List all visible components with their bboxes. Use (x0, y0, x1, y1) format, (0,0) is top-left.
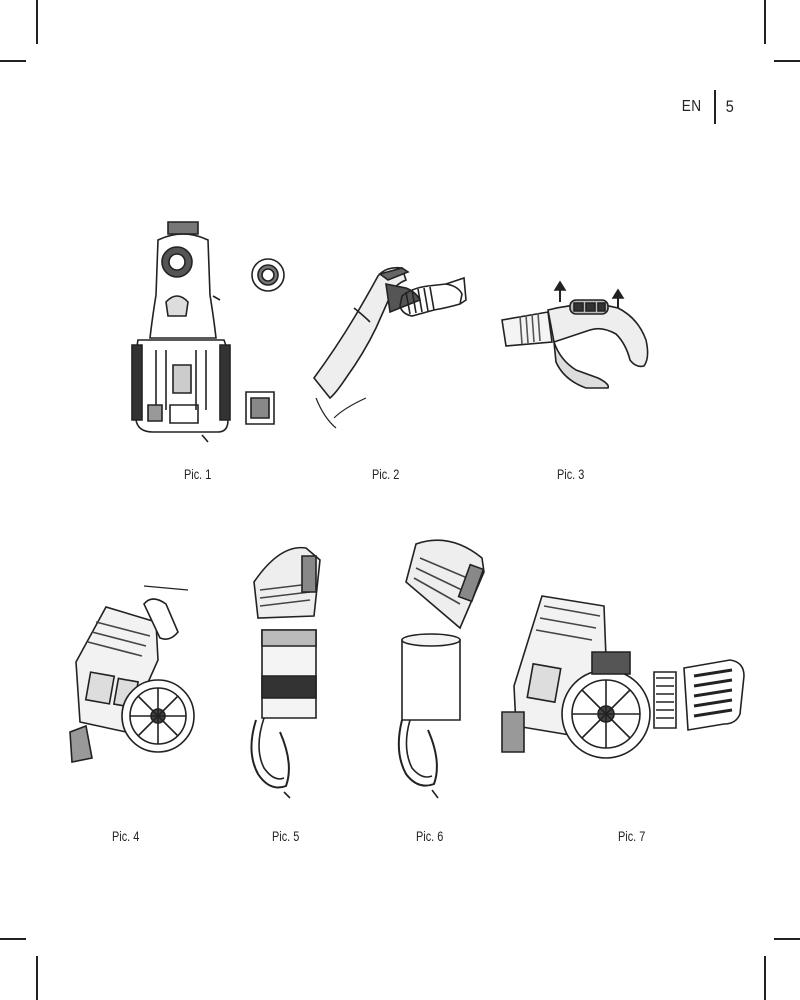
caption-pic-3: Pic. 3 (557, 466, 585, 482)
crop-mark-bottom-left (36, 956, 38, 1000)
dust-container-closed-icon (240, 542, 330, 804)
figure-6-dust-container-open (390, 532, 490, 804)
caption-pic-5: Pic. 5 (272, 828, 300, 844)
vacuum-cleaner-top-view-icon (128, 220, 288, 450)
caption-pic-7: Pic. 7 (618, 828, 646, 844)
vacuum-cleaner-filters-icon (496, 576, 748, 776)
crop-mark-right-upper (774, 60, 800, 62)
caption-pic-4: Pic. 4 (112, 828, 140, 844)
page-header: EN 5 (680, 90, 734, 124)
handle-suction-control-icon (498, 280, 658, 392)
caption-pic-6: Pic. 6 (416, 828, 444, 844)
crop-mark-left-lower (0, 938, 26, 940)
crop-mark-right-lower (774, 938, 800, 940)
figure-1-vacuum-top-view (128, 220, 288, 450)
figure-2-hose-handle (306, 258, 470, 430)
dust-container-lid-open-icon (390, 532, 490, 804)
figure-3-handle-suction-control (498, 280, 658, 392)
header-separator (713, 90, 716, 124)
figure-5-dust-container (240, 542, 330, 804)
page-number: 5 (725, 97, 734, 116)
crop-mark-top-right (764, 0, 766, 44)
crop-mark-bottom-right (764, 956, 766, 1000)
figure-7-vacuum-filters (496, 576, 748, 776)
caption-pic-1: Pic. 1 (184, 466, 212, 482)
language-code: EN (682, 98, 702, 115)
caption-pic-2: Pic. 2 (372, 466, 400, 482)
crop-mark-top-left (36, 0, 38, 44)
figure-4-dust-container-removal (66, 582, 196, 776)
hose-handle-connection-icon (306, 258, 470, 430)
vacuum-cleaner-dust-container-removal-icon (66, 582, 196, 776)
crop-mark-left-upper (0, 60, 26, 62)
